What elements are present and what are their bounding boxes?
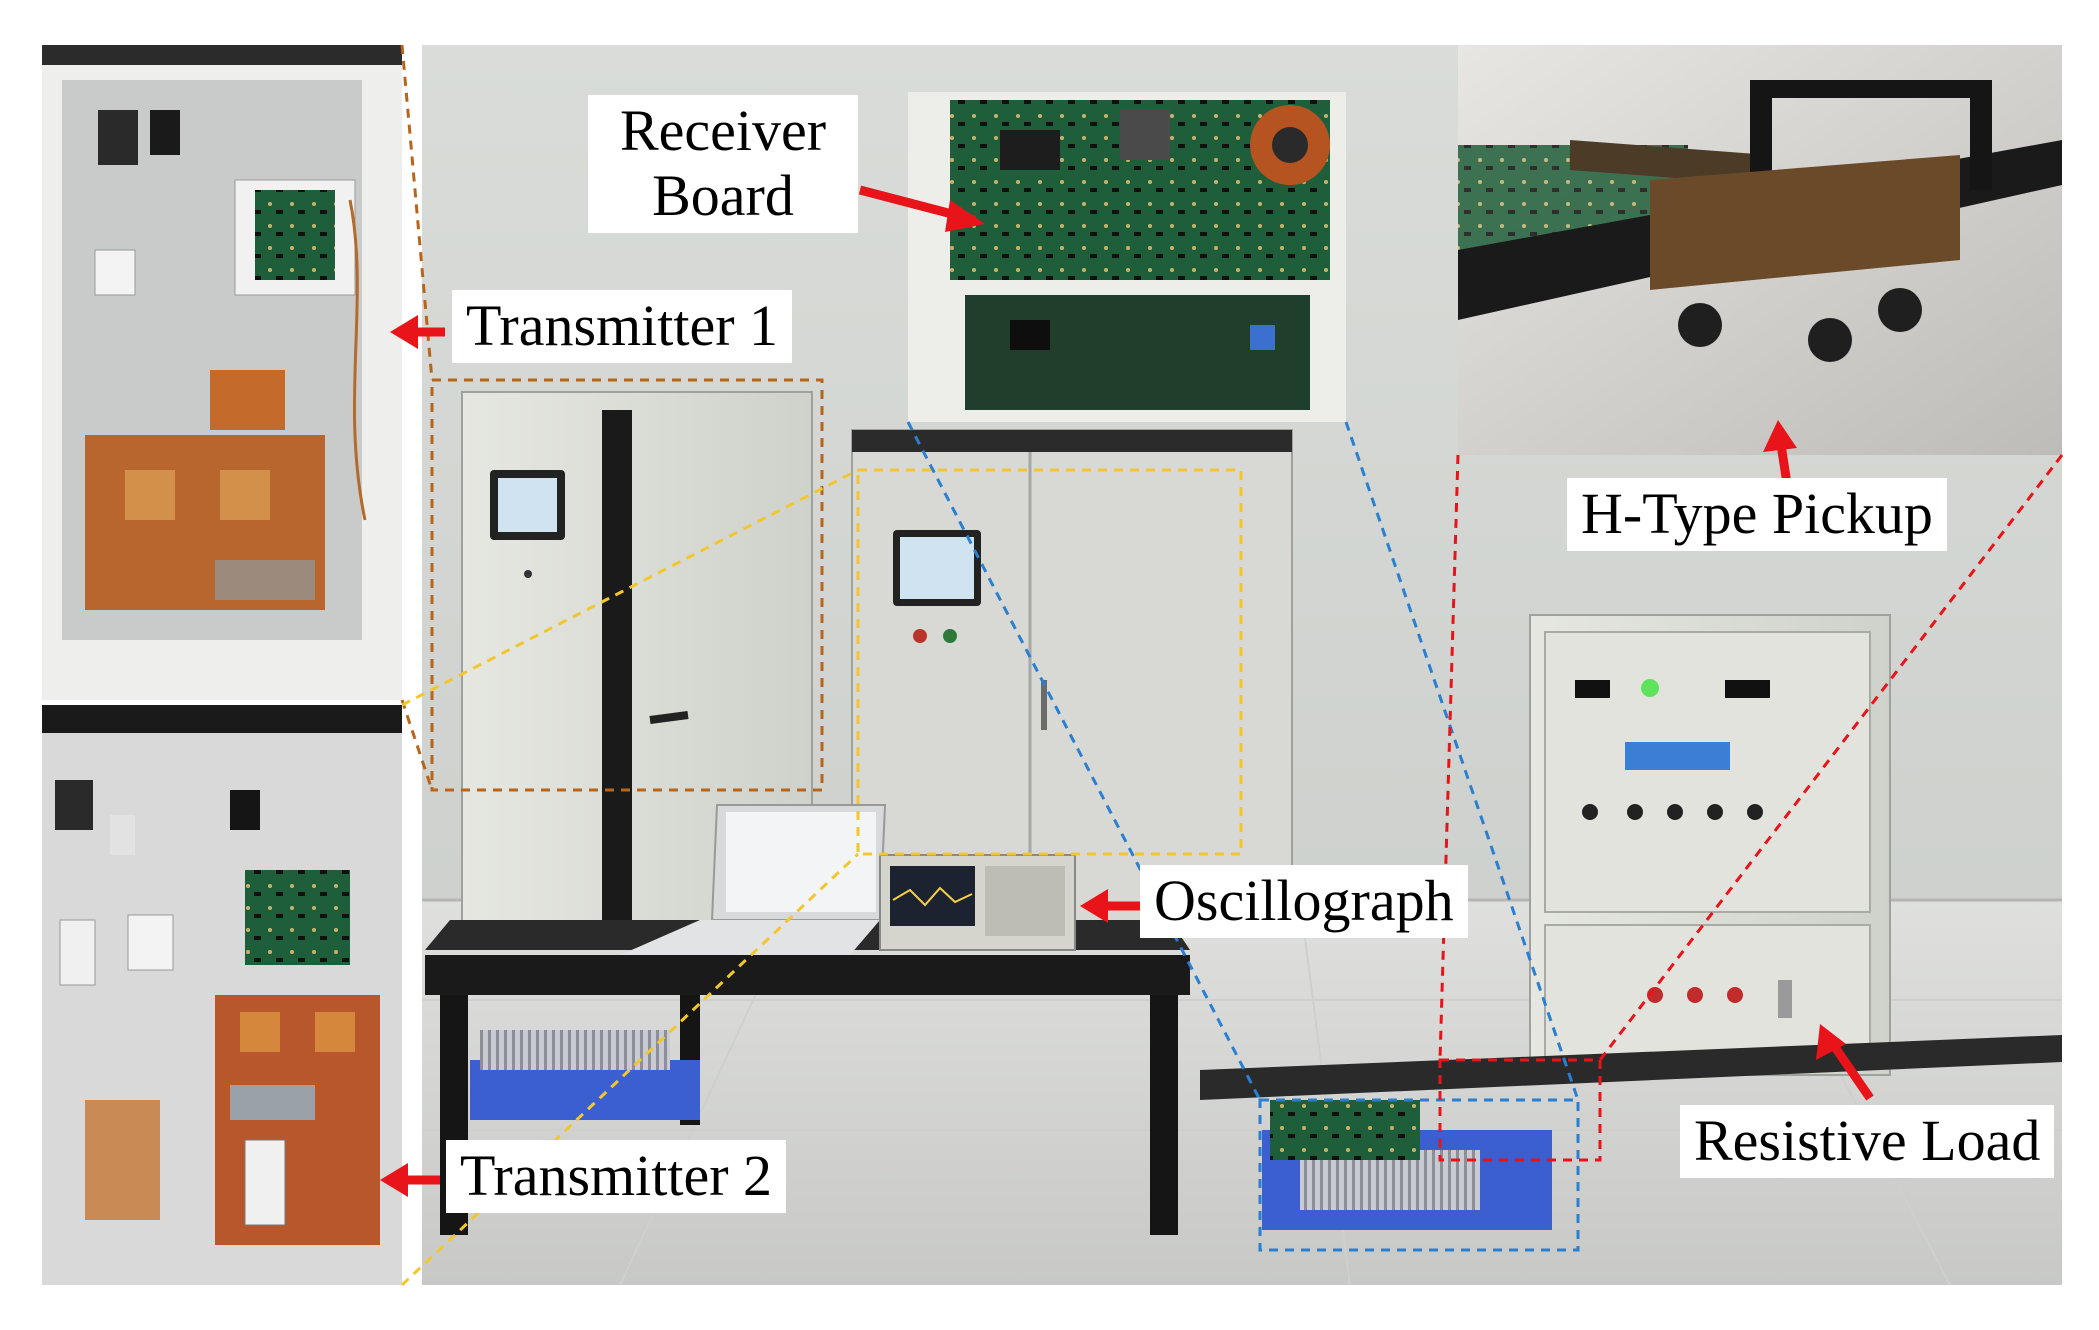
arrowhead-h-pickup — [1763, 420, 1797, 452]
h-type-pickup-label-text: H-Type Pickup — [1581, 481, 1933, 546]
transmitter-1-label-text: Transmitter 1 — [466, 293, 779, 358]
arrowhead-transmitter-1 — [390, 315, 418, 349]
receiver-board-label-line1: Receiver — [619, 98, 827, 163]
resistive-load-label: Resistive Load — [1680, 1105, 2055, 1178]
oscillograph-label: Oscillograph — [1140, 865, 1468, 938]
h-type-pickup-inset — [1458, 45, 2062, 455]
receiver-board-inset — [908, 92, 1346, 422]
pickup-highlight-box — [1438, 1058, 1602, 1162]
transmitter-1-highlight-box — [430, 378, 824, 792]
floor-receiver-assembly — [1262, 1100, 1552, 1230]
arrowhead-resistive-load — [1816, 1024, 1846, 1060]
arrow-resistive-load — [1826, 1037, 1874, 1101]
track-rail — [1200, 1035, 2062, 1100]
laptop — [620, 804, 887, 955]
transmitter-2-inset — [42, 705, 402, 1285]
receiver-board-label: Receiver Board — [588, 95, 858, 233]
oscilloscope — [879, 854, 1076, 951]
arrowhead-receiver — [945, 200, 985, 232]
callout-connectors — [400, 44, 2064, 1287]
transmitter-1-inset — [42, 45, 402, 700]
transmitter-2-cabinet — [851, 429, 1293, 931]
resistive-load-label-text: Resistive Load — [1694, 1108, 2041, 1173]
floor-platform-left — [470, 1030, 700, 1120]
receiver-highlight-box — [1258, 1098, 1580, 1252]
transmitter-2-label-text: Transmitter 2 — [460, 1143, 773, 1208]
arrowhead-transmitter-2 — [380, 1163, 408, 1197]
arrowhead-oscillograph — [1080, 889, 1108, 923]
resistive-load-cabinet — [1529, 614, 1891, 1076]
transmitter-2-label: Transmitter 2 — [446, 1140, 787, 1213]
h-type-pickup-label: H-Type Pickup — [1567, 478, 1947, 551]
transmitter-1-label: Transmitter 1 — [452, 290, 793, 363]
receiver-board-label-line2: Board — [652, 162, 794, 228]
oscillograph-label-text: Oscillograph — [1154, 868, 1454, 933]
